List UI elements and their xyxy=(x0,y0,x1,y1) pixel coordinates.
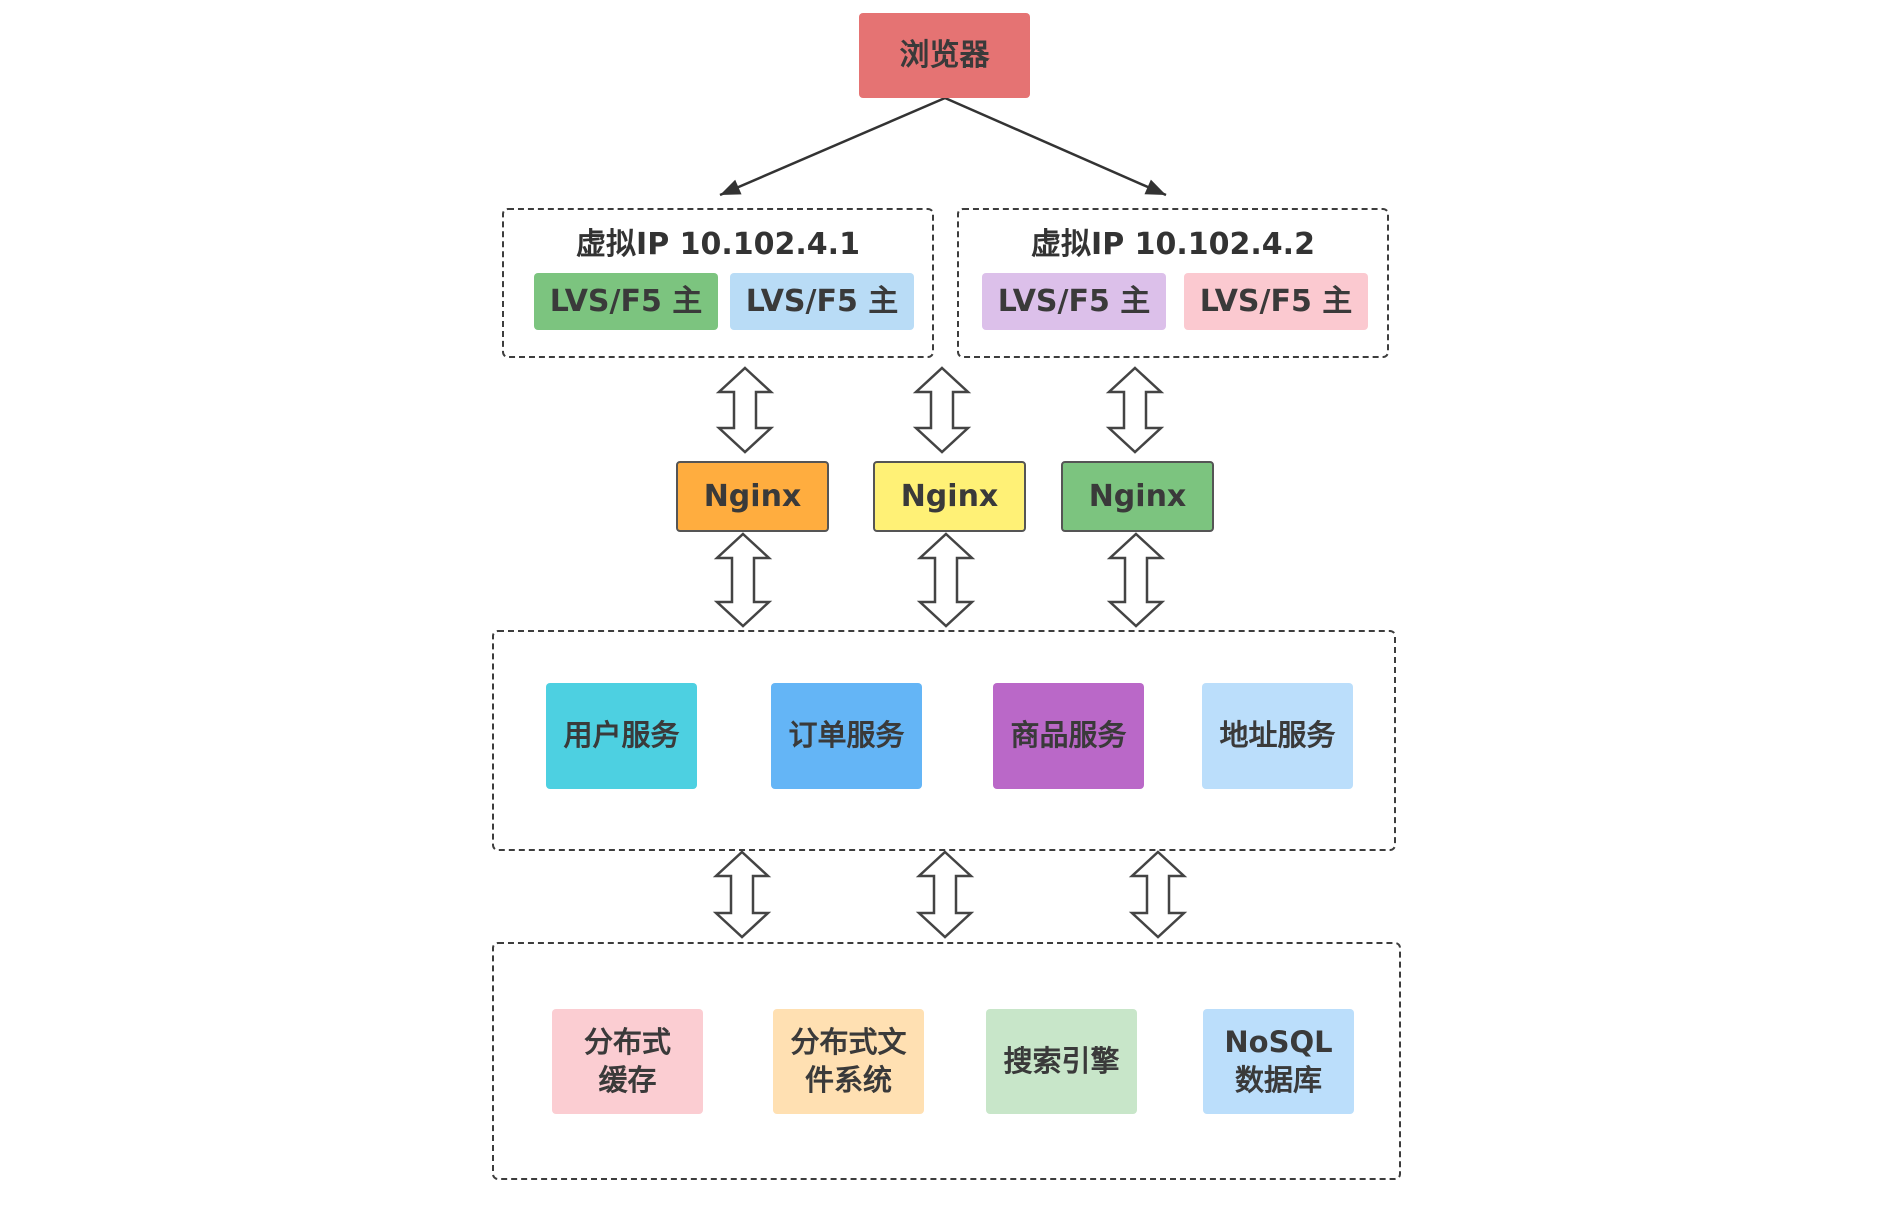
vip-group-1: 虚拟IP 10.102.4.1 xyxy=(502,208,934,358)
storage-label-line: NoSQL xyxy=(1224,1024,1333,1059)
storage-label-line: 分布式文 xyxy=(790,1024,907,1059)
double-arrow-icon xyxy=(1128,850,1188,939)
nginx-node: Nginx xyxy=(1061,461,1214,532)
service-node: 商品服务 xyxy=(993,683,1144,789)
storage-label-line: 搜索引擎 xyxy=(1003,1043,1120,1078)
storage-label-line: 件系统 xyxy=(804,1062,892,1097)
arrowhead-icon xyxy=(1144,179,1166,195)
double-arrow-icon xyxy=(912,366,972,454)
storage-node: 分布式文件系统 xyxy=(773,1009,924,1114)
double-arrow-icon xyxy=(916,532,976,628)
vip-group-2: 虚拟IP 10.102.4.2 xyxy=(957,208,1389,358)
double-arrow-icon xyxy=(915,850,975,939)
connector-line xyxy=(944,96,1167,197)
service-node: 用户服务 xyxy=(546,683,697,789)
double-arrow-icon xyxy=(1105,366,1165,454)
storage-label-line: 分布式 xyxy=(583,1024,671,1059)
storage-node: 分布式缓存 xyxy=(552,1009,703,1114)
vip-group-2-title: 虚拟IP 10.102.4.2 xyxy=(1031,227,1315,262)
vip-group-1-title: 虚拟IP 10.102.4.1 xyxy=(576,227,860,262)
double-arrow-icon xyxy=(713,532,773,628)
nginx-node: Nginx xyxy=(676,461,829,532)
browser-node: 浏览器 xyxy=(859,13,1030,98)
service-node: 地址服务 xyxy=(1202,683,1353,789)
storage-group xyxy=(492,942,1401,1180)
storage-label-line: 缓存 xyxy=(598,1062,657,1097)
lvs-node: LVS/F5 主 xyxy=(730,273,914,330)
services-group xyxy=(492,630,1396,851)
double-arrow-icon xyxy=(715,366,775,454)
nginx-node: Nginx xyxy=(873,461,1026,532)
arrowhead-icon xyxy=(720,179,742,195)
double-arrow-icon xyxy=(1106,532,1166,628)
storage-label-line: 数据库 xyxy=(1234,1062,1322,1097)
lvs-node: LVS/F5 主 xyxy=(534,273,718,330)
lvs-node: LVS/F5 主 xyxy=(982,273,1166,330)
storage-node: 搜索引擎 xyxy=(986,1009,1137,1114)
lvs-node: LVS/F5 主 xyxy=(1184,273,1368,330)
service-node: 订单服务 xyxy=(771,683,922,789)
double-arrow-icon xyxy=(712,850,772,939)
connector-line xyxy=(719,96,946,197)
